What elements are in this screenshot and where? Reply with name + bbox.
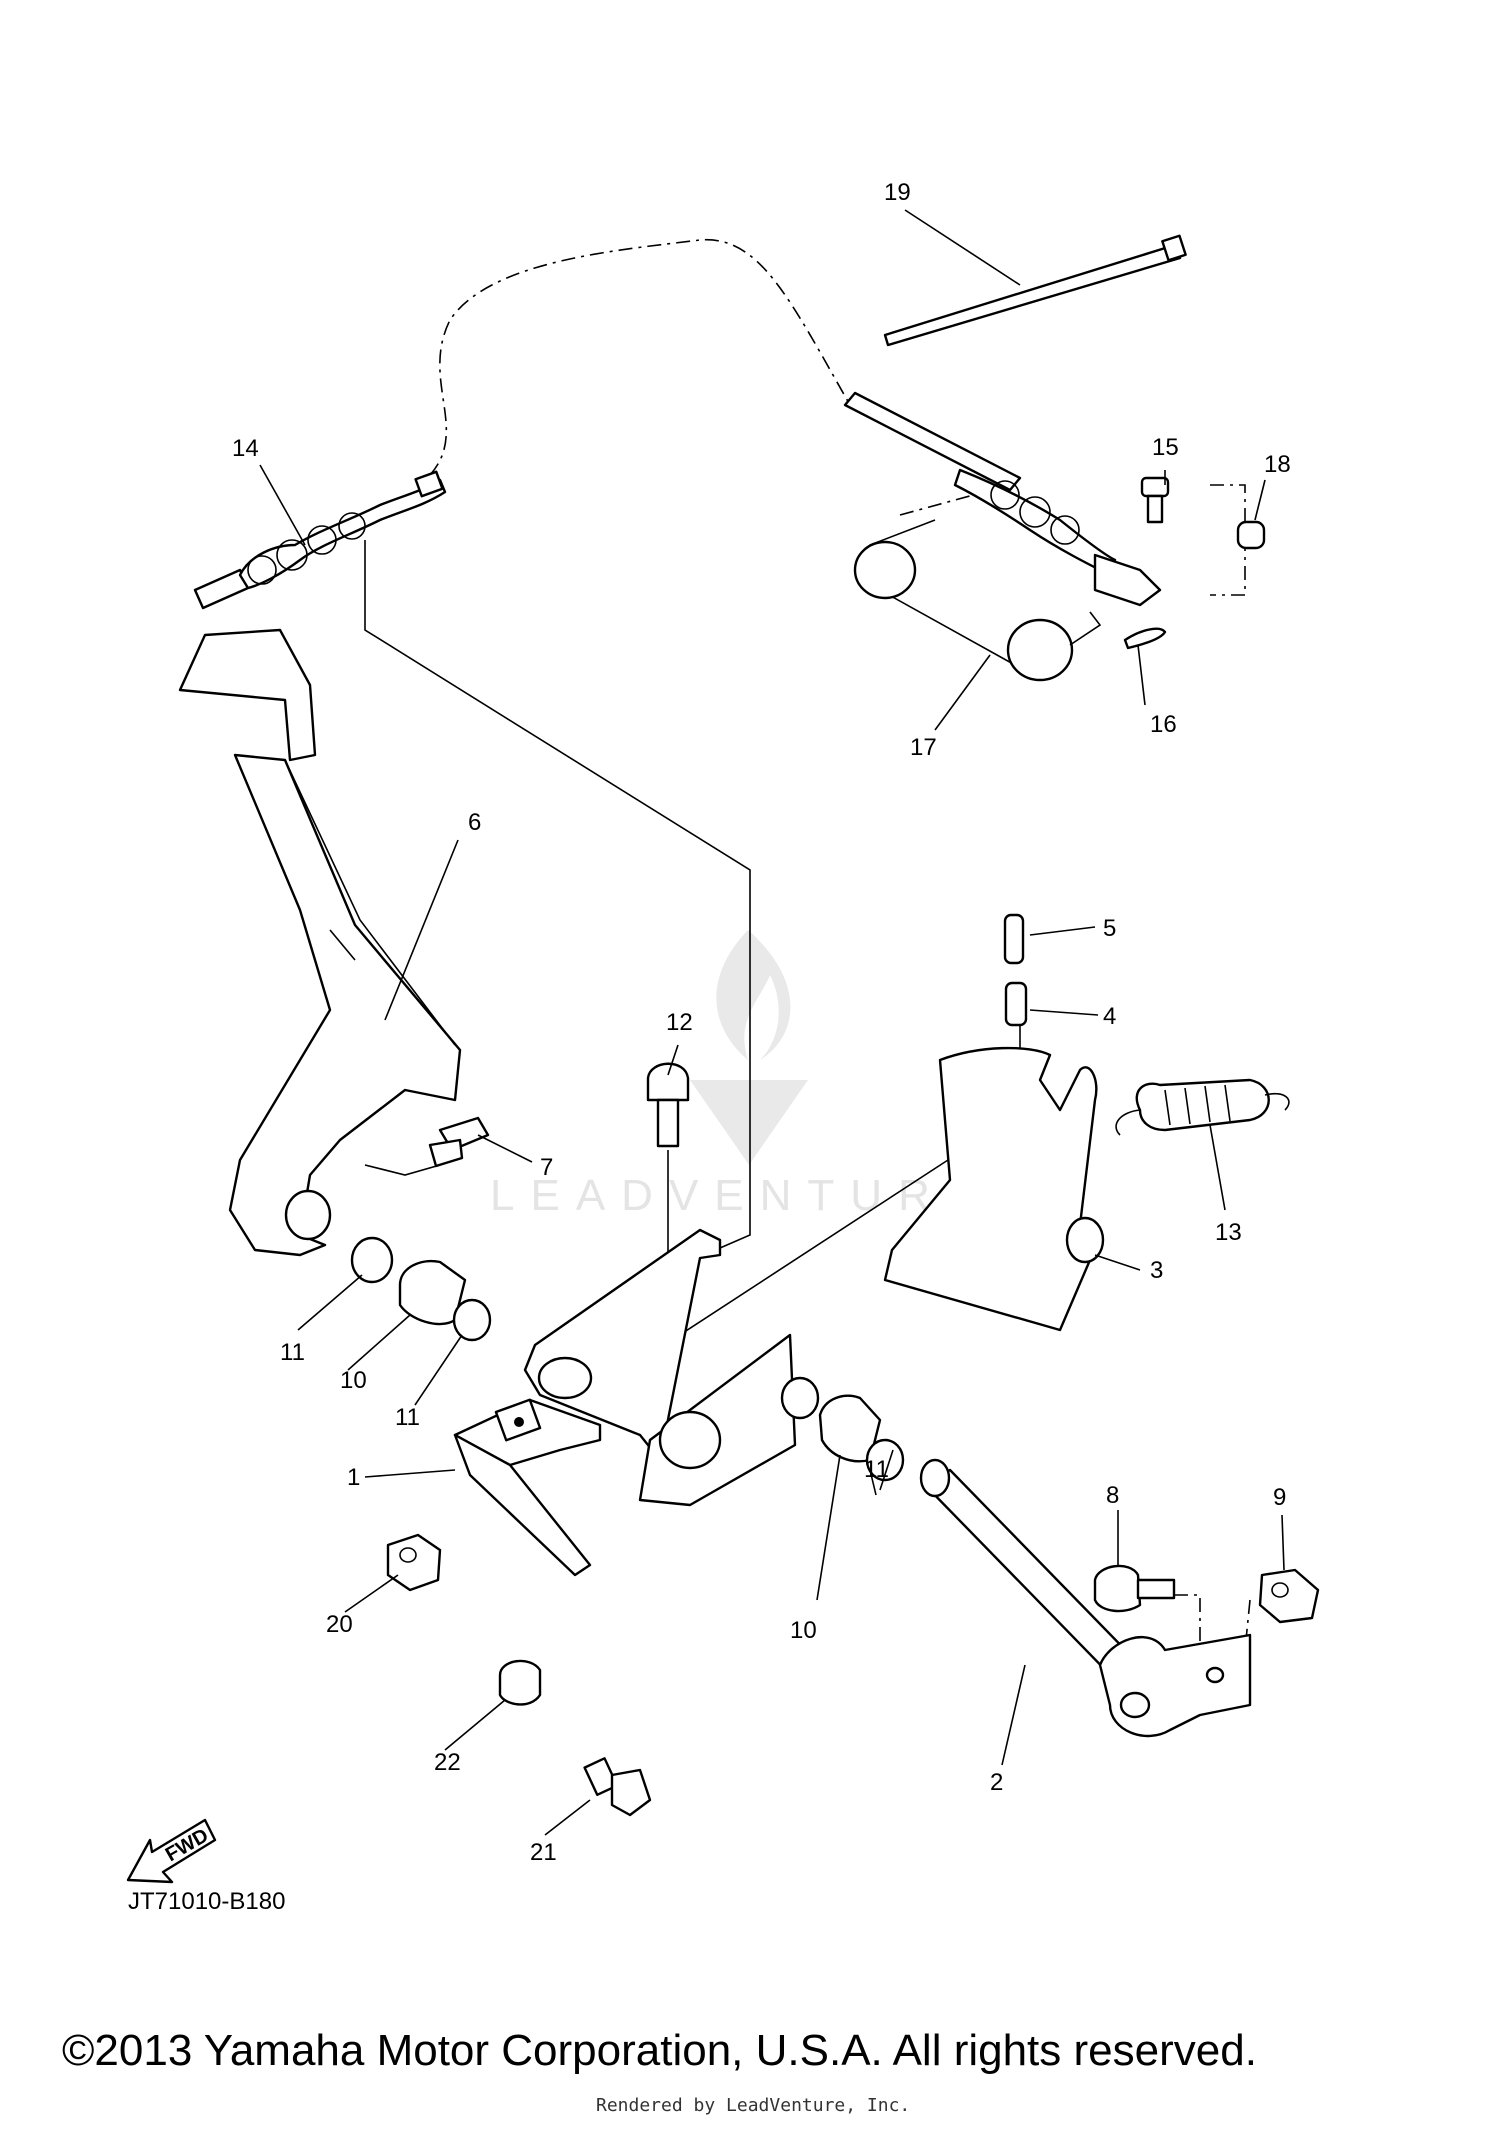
callout-10-b: 10 (790, 1617, 817, 1644)
part-22-spacer (498, 1659, 542, 1706)
callout-4: 4 (1103, 1003, 1116, 1030)
fwd-arrow-icon: FWD (126, 1818, 217, 1884)
part-9-nut (1258, 1568, 1320, 1624)
callout-8: 8 (1106, 1482, 1119, 1509)
shaft-dashed-line-8 (1145, 1594, 1201, 1650)
part-1-bracket (453, 1228, 797, 1577)
leader-lines (259, 209, 1285, 1836)
callout-12: 12 (666, 1009, 693, 1036)
diagram-code: JT71010-B180 (128, 1888, 286, 1915)
part-16-clip (1123, 627, 1167, 650)
part-11-oring-right-1 (780, 1376, 820, 1420)
part-10-collar-right (818, 1394, 882, 1463)
callout-11-b: 11 (395, 1404, 420, 1431)
callout-11-a: 11 (280, 1339, 305, 1366)
watermark-text: LEADVENTURE (490, 1171, 991, 1220)
callout-14: 14 (232, 435, 259, 462)
callout-16: 16 (1150, 711, 1177, 738)
part-13-spring (1115, 1078, 1290, 1136)
part-11-oring-right-2 (865, 1438, 905, 1482)
callout-15: 15 (1152, 434, 1179, 461)
part-4-pin (1004, 981, 1028, 1027)
callout-3: 3 (1150, 1257, 1163, 1284)
callout-20: 20 (326, 1611, 353, 1638)
part-5-pin (1003, 913, 1025, 965)
callout-18: 18 (1264, 451, 1291, 478)
part-6-pedal (178, 628, 462, 1257)
pedal-bolt-line (364, 1164, 441, 1176)
copyright-notice: ©2013 Yamaha Motor Corporation, U.S.A. A… (62, 2026, 1257, 2075)
callout-19: 21 (530, 1839, 557, 1866)
part-18-bushing (1236, 520, 1266, 550)
callout-9: 9 (1273, 1484, 1286, 1511)
callouts: 19 14 15 18 16 17 6 5 4 12 13 3 7 11 10 … (232, 179, 1291, 1866)
part-17-cable-spring-assembly (843, 391, 1162, 682)
part-3-stopper (883, 1046, 1105, 1332)
part-7-bolt (428, 1116, 490, 1168)
callout-22: 22 (434, 1749, 461, 1776)
part-21-cable-tie (883, 234, 1187, 347)
part-15-bolt (1140, 476, 1170, 524)
callout-10-a: 10 (340, 1367, 367, 1394)
callout-7: 7 (540, 1154, 553, 1181)
leadventure-watermark: LEADVENTURE (490, 930, 991, 1220)
rendered-by-text: Rendered by LeadVenture, Inc. (596, 2095, 911, 2116)
callout-11-c: 11 (864, 1456, 889, 1483)
cable-routing-line (429, 239, 851, 476)
callout-17: 17 (910, 734, 937, 761)
part-20-nut (386, 1533, 442, 1592)
cable-to-bracket-line (364, 540, 751, 1249)
part-19-bolt (583, 1757, 652, 1817)
part-8-bolt (1093, 1564, 1176, 1613)
part-12-bolt (646, 1062, 690, 1148)
callout-13: 13 (1215, 1219, 1242, 1246)
callout-2: 2 (990, 1769, 1003, 1796)
callout-21: 19 (884, 179, 911, 206)
callout-1: 1 (347, 1464, 360, 1491)
part-2-shaft (919, 1458, 1252, 1738)
callout-5: 5 (1103, 915, 1116, 942)
part-14-cable-end (193, 470, 447, 610)
part-11-oring-left-2 (452, 1298, 492, 1342)
callout-6: 6 (468, 809, 481, 836)
part-11-oring-left-1 (350, 1236, 394, 1284)
